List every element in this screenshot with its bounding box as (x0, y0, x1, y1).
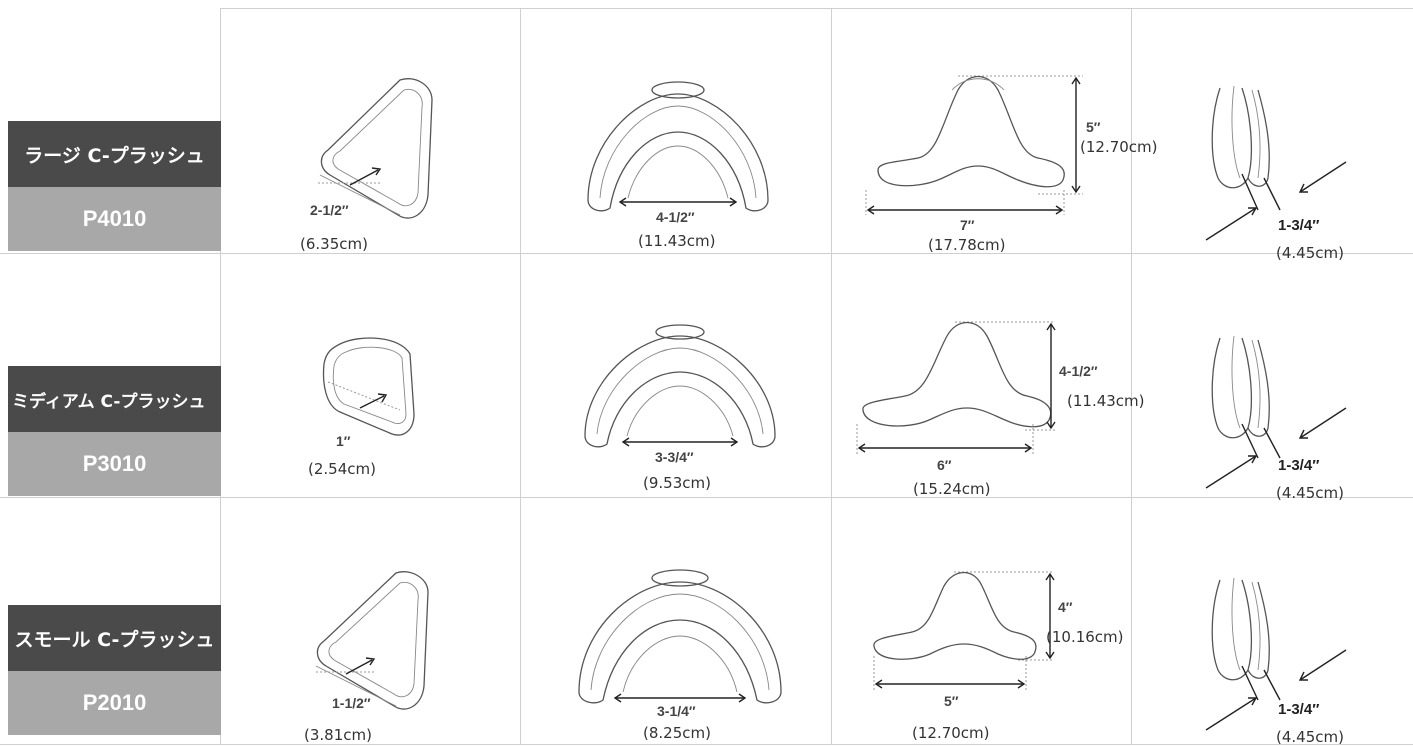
depth-cm-label: (2.54cm) (308, 460, 376, 478)
height-inch-label: 4-1/2″ (1059, 363, 1098, 379)
height-cm-label: (11.43cm) (1067, 392, 1145, 410)
product-row-small: スモール C-プラッシュ P2010 1-1/2″ (3.81cm) 3-1/4… (0, 498, 1413, 746)
depth-cm-label: (3.81cm) (304, 726, 372, 744)
depth-inch-label: 1-1/2″ (332, 695, 371, 711)
span-cm-label: (17.78cm) (928, 236, 1006, 254)
thickness-inch-label: 1-3/4″ (1278, 701, 1319, 718)
top-view-illustration: 5″ (12.70cm) 7″ (17.78cm) (858, 70, 1178, 255)
thickness-cm-label: (4.45cm) (1276, 244, 1344, 262)
width-inch-label: 4-1/2″ (656, 209, 695, 225)
depth-cm-label: (6.35cm) (300, 235, 368, 253)
product-row-medium: ミディアム C-プラッシュ P3010 1″ (2.54cm) 3-3/4″ (… (0, 254, 1413, 502)
side-view-illustration: 2-1/2″ (6.35cm) (300, 75, 460, 255)
height-cm-label: (10.16cm) (1046, 628, 1124, 646)
top-view-illustration: 4″ (10.16cm) 5″ (12.70cm) (868, 568, 1188, 744)
side-view-illustration: 1″ (2.54cm) (300, 334, 460, 484)
span-inch-label: 6″ (937, 457, 952, 473)
height-inch-label: 4″ (1058, 599, 1073, 615)
grid-row-divider (0, 253, 1413, 254)
thickness-view-illustration: 1-3/4″ (4.45cm) (1200, 570, 1390, 746)
product-code-label: P3010 (8, 432, 221, 496)
grid-col-divider (831, 8, 832, 745)
thickness-cm-label: (4.45cm) (1276, 484, 1344, 502)
side-view-illustration: 1-1/2″ (3.81cm) (300, 568, 460, 744)
width-inch-label: 3-3/4″ (655, 449, 694, 465)
width-cm-label: (9.53cm) (643, 474, 711, 492)
grid-col-divider (520, 8, 521, 745)
grid-col-divider (1131, 8, 1132, 745)
grid-row-divider (0, 497, 1413, 498)
width-cm-label: (11.43cm) (638, 232, 716, 250)
product-code-label: P4010 (8, 187, 221, 251)
grid-top-line (220, 8, 1413, 9)
span-cm-label: (15.24cm) (913, 480, 991, 498)
top-view-illustration: 4-1/2″ (11.43cm) 6″ (15.24cm) (855, 318, 1175, 498)
thickness-cm-label: (4.45cm) (1276, 728, 1344, 746)
thickness-view-illustration: 1-3/4″ (4.45cm) (1200, 78, 1390, 262)
grid-bottom-line (0, 744, 1413, 745)
product-name-label: ミディアム C-プラッシュ (8, 366, 221, 432)
span-inch-label: 7″ (960, 217, 975, 233)
front-view-illustration: 4-1/2″ (11.43cm) (568, 81, 788, 252)
product-code-label: P2010 (8, 671, 221, 735)
front-view-illustration: 3-3/4″ (9.53cm) (575, 324, 785, 494)
front-view-illustration: 3-1/4″ (8.25cm) (575, 569, 785, 744)
depth-inch-label: 2-1/2″ (310, 202, 349, 218)
thickness-inch-label: 1-3/4″ (1278, 217, 1319, 234)
product-name-label: スモール C-プラッシュ (8, 605, 221, 671)
span-inch-label: 5″ (944, 693, 959, 709)
thickness-inch-label: 1-3/4″ (1278, 457, 1319, 474)
product-name-label: ラージ C-プラッシュ (8, 121, 221, 187)
width-cm-label: (8.25cm) (643, 724, 711, 742)
span-cm-label: (12.70cm) (912, 724, 990, 742)
product-row-large: ラージ C-プラッシュ P4010 2-1/2″ (6.35cm) 4-1/2″… (0, 0, 1413, 262)
width-inch-label: 3-1/4″ (657, 703, 696, 719)
height-inch-label: 5″ (1086, 119, 1101, 135)
depth-inch-label: 1″ (336, 433, 351, 449)
height-cm-label: (12.70cm) (1080, 138, 1158, 156)
thickness-view-illustration: 1-3/4″ (4.45cm) (1200, 328, 1390, 503)
